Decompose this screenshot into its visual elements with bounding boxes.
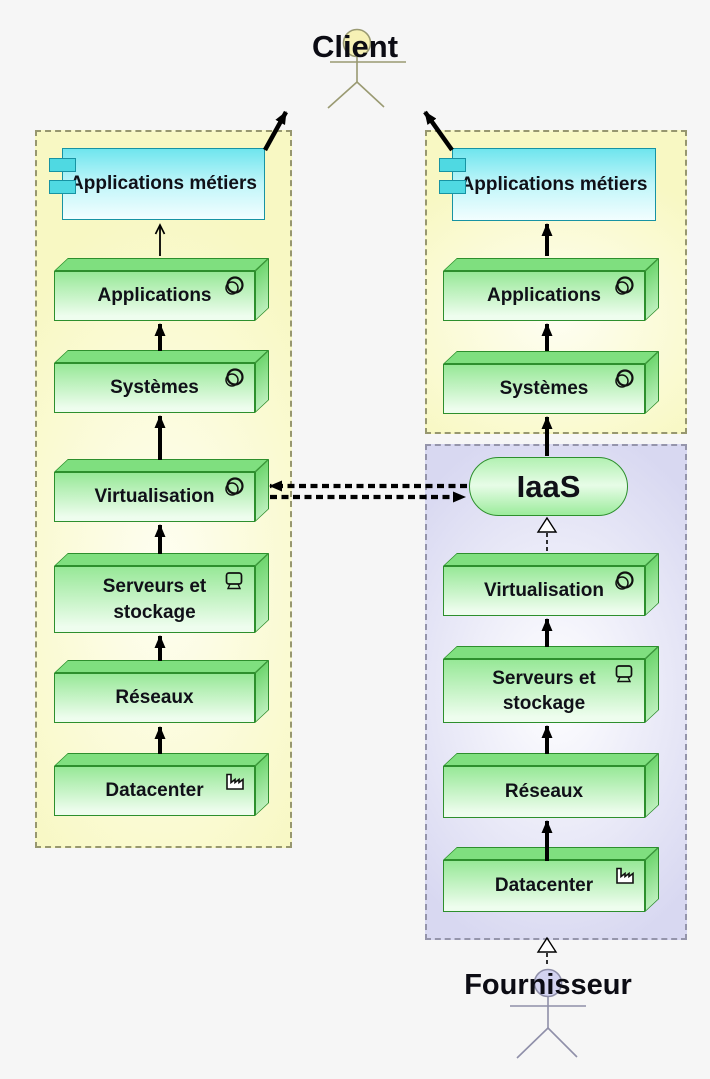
node-top-face <box>443 753 659 766</box>
node-top-face <box>443 553 659 566</box>
node-top-face <box>443 258 659 271</box>
node-label: Serveurs et stockage <box>492 667 596 714</box>
node-virtualisation-left: Virtualisation <box>54 458 269 522</box>
node-side-face <box>255 552 269 633</box>
node-applications-left: Applications <box>54 257 269 321</box>
node-top-face <box>443 646 659 659</box>
node-side-face <box>645 257 659 321</box>
node-reseaux-right: Réseaux <box>443 752 659 818</box>
component-applications-metiers-right: Applications métiers <box>439 148 656 221</box>
component-tab-icon <box>49 158 76 172</box>
node-label: Systèmes <box>499 378 589 400</box>
node-virtualisation-right: Virtualisation <box>443 552 659 616</box>
rings-icon <box>225 368 244 387</box>
monitor-icon <box>615 665 633 683</box>
node-side-face <box>645 846 659 912</box>
node-label: Datacenter <box>105 780 204 802</box>
node-datacenter-right: Datacenter <box>443 846 659 912</box>
node-label: Réseaux <box>115 687 194 709</box>
node-top-face <box>54 258 269 271</box>
factory-icon <box>226 773 244 790</box>
node-systemes-right: Systèmes <box>443 350 659 414</box>
factory-icon <box>616 867 634 884</box>
rings-icon <box>225 276 244 295</box>
node-front-face: Datacenter <box>443 860 645 912</box>
node-side-face <box>255 349 269 413</box>
monitor-icon <box>225 572 243 590</box>
component-label: Applications métiers <box>460 173 648 195</box>
node-front-face: Réseaux <box>54 673 255 723</box>
node-systemes-left: Systèmes <box>54 349 269 413</box>
node-top-face <box>54 660 269 673</box>
fournisseur-actor-label: Fournisseur <box>464 969 632 1001</box>
client-actor-label: Client <box>311 29 399 64</box>
iaas-service-node: IaaS <box>469 457 628 516</box>
node-top-face <box>443 847 659 860</box>
node-side-face <box>255 458 269 522</box>
node-label: Applications <box>486 285 601 307</box>
realization-fournisseur-to-zone <box>536 936 558 966</box>
node-label: Applications <box>97 285 212 307</box>
node-front-face: Applications <box>54 271 255 321</box>
node-front-face: Virtualisation <box>443 566 645 616</box>
node-front-face: Réseaux <box>443 766 645 818</box>
node-label: Systèmes <box>110 377 199 399</box>
node-reseaux-left: Réseaux <box>54 659 269 723</box>
node-side-face <box>255 257 269 321</box>
node-front-face: Serveurs et stockage <box>443 659 645 723</box>
node-front-face: Virtualisation <box>54 472 255 522</box>
node-label: Virtualisation <box>483 580 604 602</box>
node-label: Virtualisation <box>94 486 215 508</box>
iaas-label: IaaS <box>516 468 581 504</box>
node-side-face <box>255 752 269 816</box>
node-label: Serveurs et stockage <box>102 576 207 623</box>
node-front-face: Systèmes <box>443 364 645 414</box>
component-label: Applications métiers <box>70 173 257 195</box>
node-side-face <box>645 350 659 414</box>
node-top-face <box>443 351 659 364</box>
node-top-face <box>54 350 269 363</box>
node-side-face <box>645 752 659 818</box>
node-side-face <box>645 552 659 616</box>
rings-icon <box>615 276 634 295</box>
node-applications-right: Applications <box>443 257 659 321</box>
component-tab-icon <box>49 180 76 194</box>
node-front-face: Serveurs et stockage <box>54 566 255 633</box>
node-side-face <box>255 659 269 723</box>
node-serveurs-stockage-right: Serveurs et stockage <box>443 645 659 723</box>
node-top-face <box>54 753 269 766</box>
node-top-face <box>54 553 269 566</box>
rings-icon <box>225 477 244 496</box>
node-label: Datacenter <box>494 875 594 897</box>
node-label: Réseaux <box>504 781 584 803</box>
node-datacenter-left: Datacenter <box>54 752 269 816</box>
node-side-face <box>645 645 659 723</box>
node-front-face: Systèmes <box>54 363 255 413</box>
node-serveurs-stockage-left: Serveurs et stockage <box>54 552 269 633</box>
rings-icon <box>615 571 634 590</box>
component-applications-metiers-left: Applications métiers <box>49 148 265 220</box>
node-top-face <box>54 459 269 472</box>
component-tab-icon <box>439 180 466 194</box>
node-front-face: Datacenter <box>54 766 255 816</box>
node-front-face: Applications <box>443 271 645 321</box>
rings-icon <box>615 369 634 388</box>
component-tab-icon <box>439 158 466 172</box>
